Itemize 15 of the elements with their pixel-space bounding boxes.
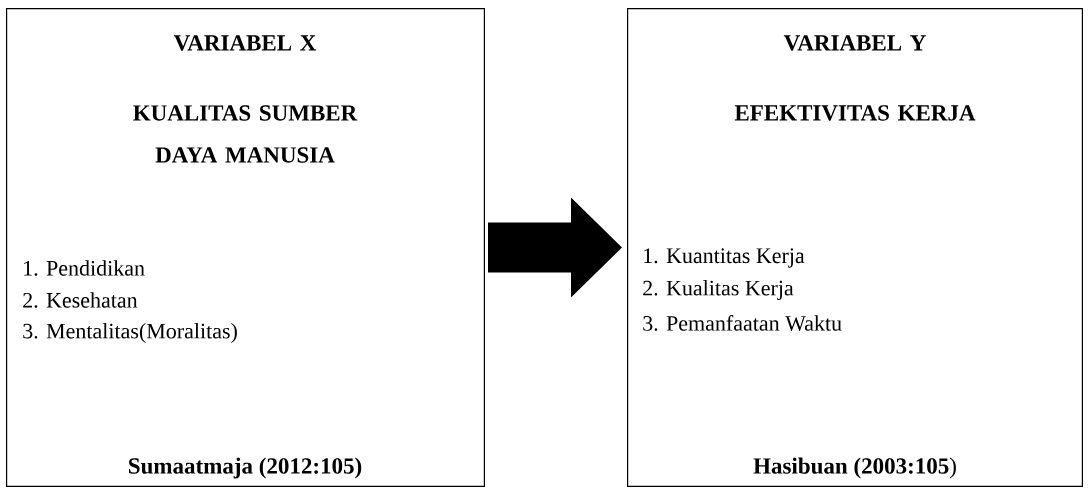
box-heading: VARIABEL X: [173, 35, 317, 51]
box-heading: EFEKTIVITAS KERJA: [734, 105, 976, 121]
list-item: 1. Kuantitas Kerja: [644, 248, 805, 268]
variable-box: [627, 8, 1083, 487]
list-item: 3. Mentalitas(Moralitas): [23, 323, 237, 343]
block-arrow: [488, 197, 622, 298]
citation: Sumaatmaja (2012:105): [129, 457, 362, 479]
list-item: 1. Pendidikan: [24, 260, 145, 276]
box-heading: VARIABEL Y: [783, 35, 926, 51]
box-heading: KUALITAS SUMBER DAYA MANUSIA: [133, 105, 358, 163]
variable-box: [6, 8, 485, 487]
list-item: 3. Pemanfaatan Waktu: [643, 315, 842, 331]
list-item: 2. Kesehatan: [23, 292, 138, 308]
citation: Hasibuan (2003:105): [753, 457, 956, 479]
list-item: 2. Kualitas Kerja: [643, 280, 794, 300]
